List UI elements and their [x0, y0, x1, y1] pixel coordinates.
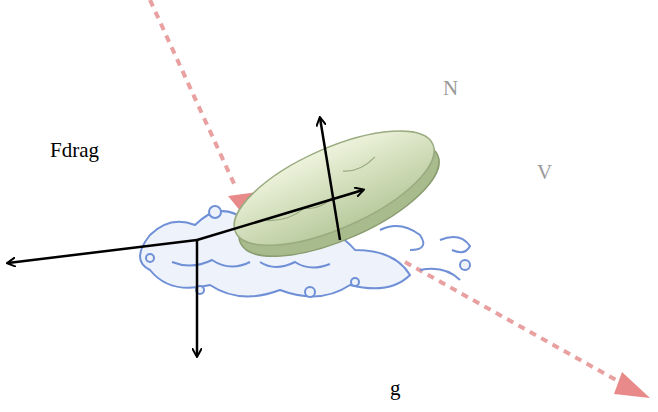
trajectory-out: [405, 262, 650, 398]
trajectory-in: [150, 0, 258, 218]
force-label: V: [537, 162, 552, 183]
stone: [219, 108, 454, 280]
force-label: g: [390, 378, 401, 399]
force-label: N: [443, 78, 458, 99]
force-vectors: [8, 118, 363, 356]
force-label: Fdrag: [50, 140, 99, 161]
